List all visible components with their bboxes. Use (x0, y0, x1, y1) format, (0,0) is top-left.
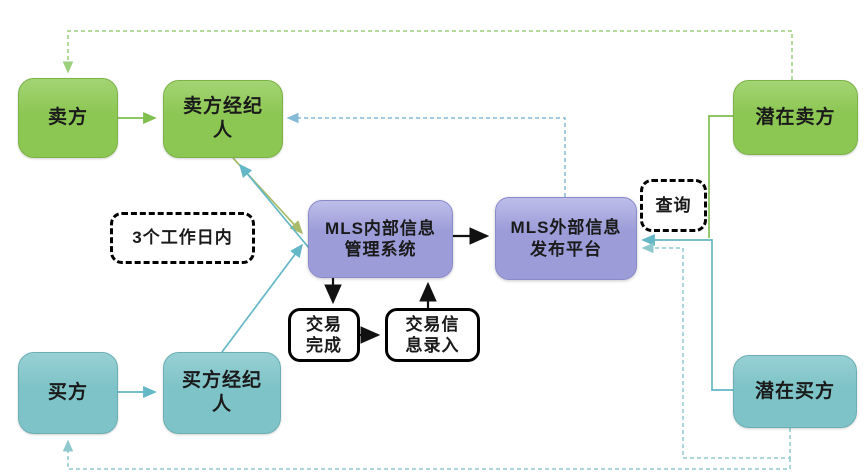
node-buyer: 买方 (18, 352, 118, 434)
edge-potential-seller-to-mls-external (708, 115, 733, 238)
node-potential-buyer-label: 潜在买方 (754, 380, 835, 402)
annotation-within-3-days: 3个工作日内 (110, 212, 255, 264)
node-mls-internal-label: MLS内部信息 管理系统 (325, 218, 436, 259)
edge-potential-buyer-to-buyer (62, 439, 791, 470)
edge-potential-seller-to-seller (62, 30, 793, 80)
node-potential-seller: 潜在卖方 (733, 80, 858, 155)
annotation-within-3-days-label: 3个工作日内 (132, 228, 233, 248)
node-buyer-label: 买方 (47, 382, 88, 404)
edge-buyer-broker-to-mls-internal (221, 243, 304, 353)
node-deal-done-label: 交易 完成 (306, 314, 342, 355)
node-potential-buyer: 潜在买方 (733, 355, 857, 428)
node-deal-entry: 交易信 息录入 (385, 308, 480, 362)
annotation-query-label: 查询 (655, 195, 692, 215)
node-seller-label: 卖方 (47, 107, 88, 129)
edge-mls-internal-to-seller-broker (238, 163, 310, 249)
node-deal-entry-label: 交易信 息录入 (405, 314, 460, 355)
edge-potential-buyer-to-mls-external-dashed (641, 242, 791, 459)
node-buyer-broker: 买方经纪 人 (163, 352, 281, 434)
node-seller: 卖方 (18, 78, 118, 158)
edge-potential-buyer-to-mls-external-solid (641, 234, 733, 391)
node-buyer-broker-label: 买方经纪 人 (181, 370, 262, 415)
node-seller-broker-label: 卖方经纪 人 (182, 96, 263, 141)
edge-mls-external-to-seller-broker (286, 112, 566, 197)
annotation-query: 查询 (640, 179, 707, 232)
node-seller-broker: 卖方经纪 人 (163, 80, 283, 158)
node-mls-external-label: MLS外部信息 发布平台 (510, 218, 622, 259)
node-potential-seller-label: 潜在卖方 (755, 106, 836, 128)
node-deal-done: 交易 完成 (288, 308, 360, 362)
node-mls-internal: MLS内部信息 管理系统 (308, 200, 453, 278)
node-mls-external: MLS外部信息 发布平台 (495, 197, 637, 280)
